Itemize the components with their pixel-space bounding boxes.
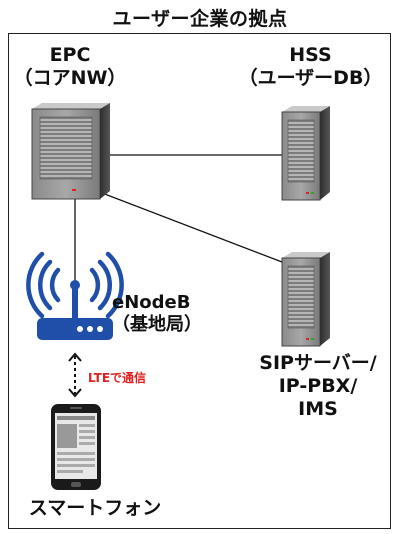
enodeb-label-line1: eNodeB (112, 292, 191, 313)
enodeb-label-line2: （基地局） (112, 313, 202, 335)
lte-link-arrow (68, 352, 82, 398)
hss-server-icon (281, 106, 330, 201)
hss-label-line1: HSS (289, 44, 332, 66)
diagram-title: ユーザー企業の拠点 (112, 8, 288, 30)
enodeb-label: eNodeB （基地局） (112, 292, 222, 335)
epc-label: EPC （コアNW） (10, 44, 130, 90)
sip-label-line3: IMS (298, 397, 338, 420)
lte-link-label: LTEで通信 (88, 371, 147, 385)
hss-label-line2: （ユーザーDB） (238, 66, 383, 89)
enodeb-antenna-icon (26, 251, 124, 340)
sip-label-line2: IP-PBX/ (278, 374, 358, 397)
smartphone-icon (51, 404, 101, 490)
sip-server-icon (281, 252, 330, 347)
smartphone-label: スマートフォン (28, 497, 162, 519)
sip-label: SIPサーバー/ IP-PBX/ IMS (238, 352, 398, 420)
epc-label-line2: （コアNW） (13, 66, 127, 89)
link-epc-sip (101, 192, 283, 263)
epc-server-icon (31, 103, 110, 200)
sip-label-line1: SIPサーバー/ (259, 352, 377, 374)
site-boundary (8, 33, 391, 529)
epc-label-line1: EPC (49, 44, 91, 66)
hss-label: HSS （ユーザーDB） (228, 44, 393, 90)
